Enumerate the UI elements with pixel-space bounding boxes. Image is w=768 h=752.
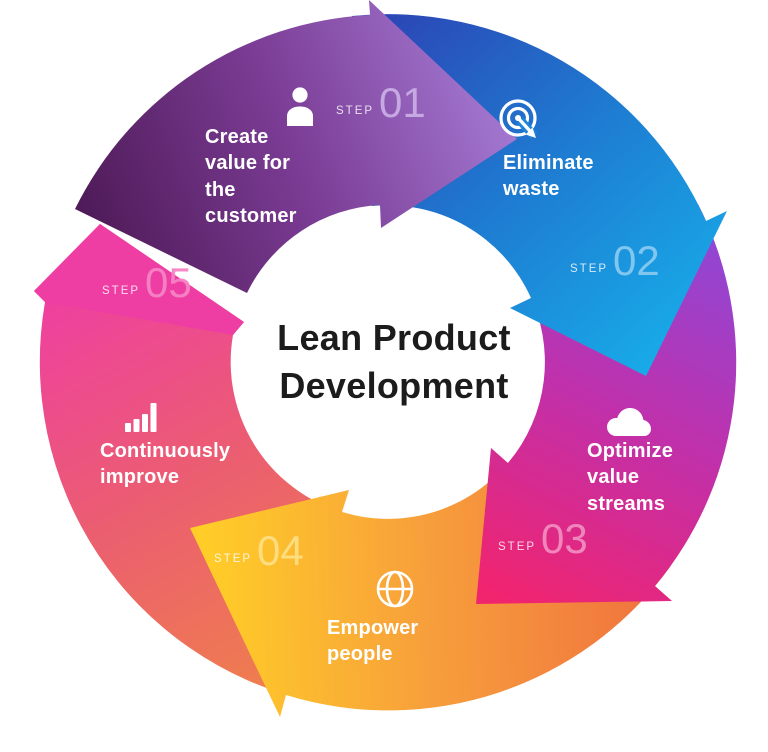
arrow-segment-5-head	[34, 224, 244, 335]
step-4-tag: STEP 04	[214, 527, 304, 574]
step-1-number: 01	[379, 79, 426, 126]
step-3-label: Optimize value streams	[587, 440, 674, 515]
step-2-tag: STEP 02	[570, 237, 660, 284]
step-3-tag: STEP 03	[498, 515, 588, 562]
step-5-tag: STEP 05	[102, 259, 192, 306]
step-4-label: Empower people	[327, 617, 419, 666]
bar-chart-icon	[125, 403, 157, 432]
step-2-word: STEP	[570, 262, 609, 275]
globe-icon	[376, 570, 414, 608]
diagram-title: Lean Product Development	[224, 314, 564, 409]
step-3-number: 03	[541, 515, 588, 562]
diagram-title-line1: Lean Product	[277, 317, 511, 358]
step-4-word: STEP	[214, 552, 253, 565]
target-click-icon	[499, 99, 538, 139]
step-2-label: Eliminate waste	[503, 152, 594, 201]
person-icon	[287, 87, 313, 126]
step-1-label: Create value for the customer	[205, 126, 297, 228]
step-1-tag: STEP 01	[336, 79, 426, 126]
arrow-segment-1	[75, 0, 517, 293]
step-5-label: Continuously improve	[100, 440, 231, 489]
cloud-icon	[607, 408, 651, 436]
step-1-word: STEP	[336, 104, 375, 117]
step-5-number: 05	[145, 259, 192, 306]
step-3-word: STEP	[498, 540, 537, 553]
diagram-title-line2: Development	[279, 364, 509, 406]
step-2-number: 02	[613, 237, 660, 284]
step-5-word: STEP	[102, 284, 141, 297]
step-4-number: 04	[257, 527, 304, 574]
